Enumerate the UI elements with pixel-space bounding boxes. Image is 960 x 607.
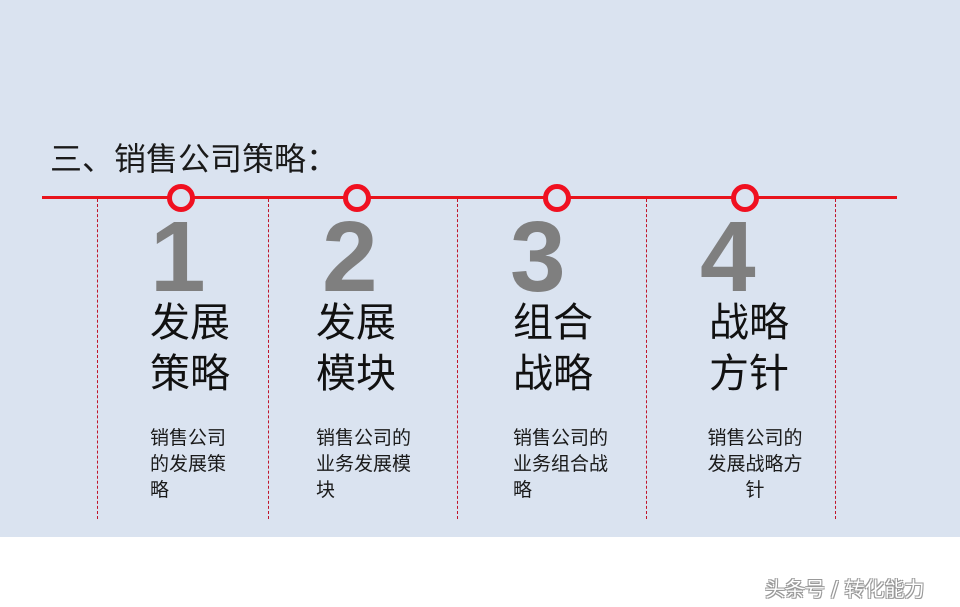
- timeline-marker-icon: [343, 184, 371, 212]
- step-description: 销售公司 的发展策 略: [150, 427, 227, 501]
- step-number: 4: [700, 201, 756, 313]
- divider-line: [268, 199, 269, 519]
- slide: 三、销售公司策略： 1 发展 策略 销售公司 的发展策 略 2 发展 模块 销售…: [0, 0, 960, 537]
- step-heading: 发展 策略: [150, 300, 230, 397]
- step-heading: 组合 战略: [513, 300, 593, 397]
- divider-line: [835, 199, 836, 519]
- step-number: 2: [322, 201, 378, 313]
- divider-line: [457, 199, 458, 519]
- timeline-marker-icon: [543, 184, 571, 212]
- step-heading: 战略 方针: [709, 300, 789, 397]
- slide-title: 三、销售公司策略：: [50, 140, 339, 178]
- step-description: 销售公司的 业务发展模 块: [316, 427, 412, 501]
- step-description: 销售公司的 发展战略方 针: [707, 427, 803, 501]
- timeline-line: [42, 196, 897, 199]
- timeline-marker-icon: [731, 184, 759, 212]
- step-number: 1: [150, 201, 206, 313]
- watermark: 头条号 / 转化能力: [765, 577, 925, 601]
- divider-line: [646, 199, 647, 519]
- step-heading: 发展 模块: [316, 300, 396, 397]
- timeline-marker-icon: [167, 184, 195, 212]
- divider-line: [97, 199, 98, 519]
- step-number: 3: [510, 201, 566, 313]
- step-description: 销售公司的 业务组合战 略: [513, 427, 609, 501]
